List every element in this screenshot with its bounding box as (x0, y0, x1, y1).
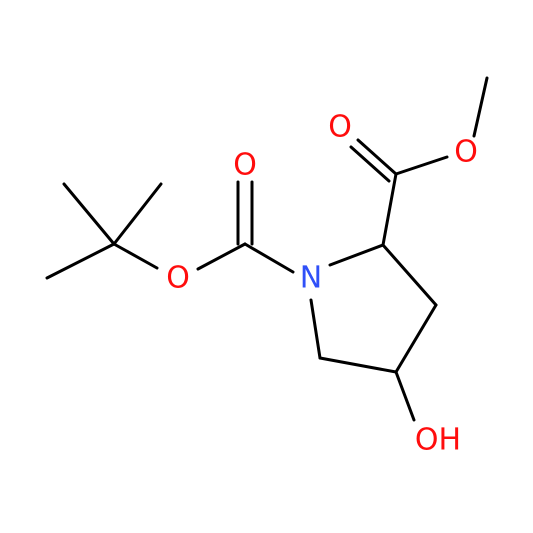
bond-tbu-methyl-3 (45, 242, 116, 280)
bond-ester-c-methoxy-o (394, 155, 449, 176)
bond-c5-n (309, 298, 322, 360)
bond-n-c2 (328, 243, 385, 267)
bond-tbu-methyl-1 (62, 182, 116, 246)
bond-methoxy-methyl (472, 76, 489, 138)
bond-ester-carbonyl-a (356, 138, 398, 176)
bond-ester-carbonyl-b (349, 145, 391, 183)
bond-layer (45, 76, 489, 422)
atom-label-layer: O O O O N OH (166, 110, 478, 458)
atom-oh-hydroxyl: OH (415, 423, 461, 458)
bond-c3-c4 (394, 303, 438, 374)
atom-o-ester-methoxy: O (454, 135, 478, 170)
bond-n-boc-c (243, 242, 295, 274)
bond-c2-ester-c (381, 172, 398, 247)
atom-o-boc-carbonyl: O (233, 148, 257, 183)
bond-tbu-methyl-2 (112, 182, 163, 246)
atom-o-ester-carbonyl: O (328, 110, 352, 145)
bond-c2-c3 (381, 243, 438, 307)
bond-c4-oh (394, 370, 416, 422)
atom-n-ring: N (300, 261, 322, 296)
atom-o-boc-ether: O (166, 261, 190, 296)
bond-boc-c-ether-o (196, 242, 247, 271)
bond-ether-o-tbu (112, 242, 159, 270)
bond-c4-c5 (318, 356, 398, 374)
